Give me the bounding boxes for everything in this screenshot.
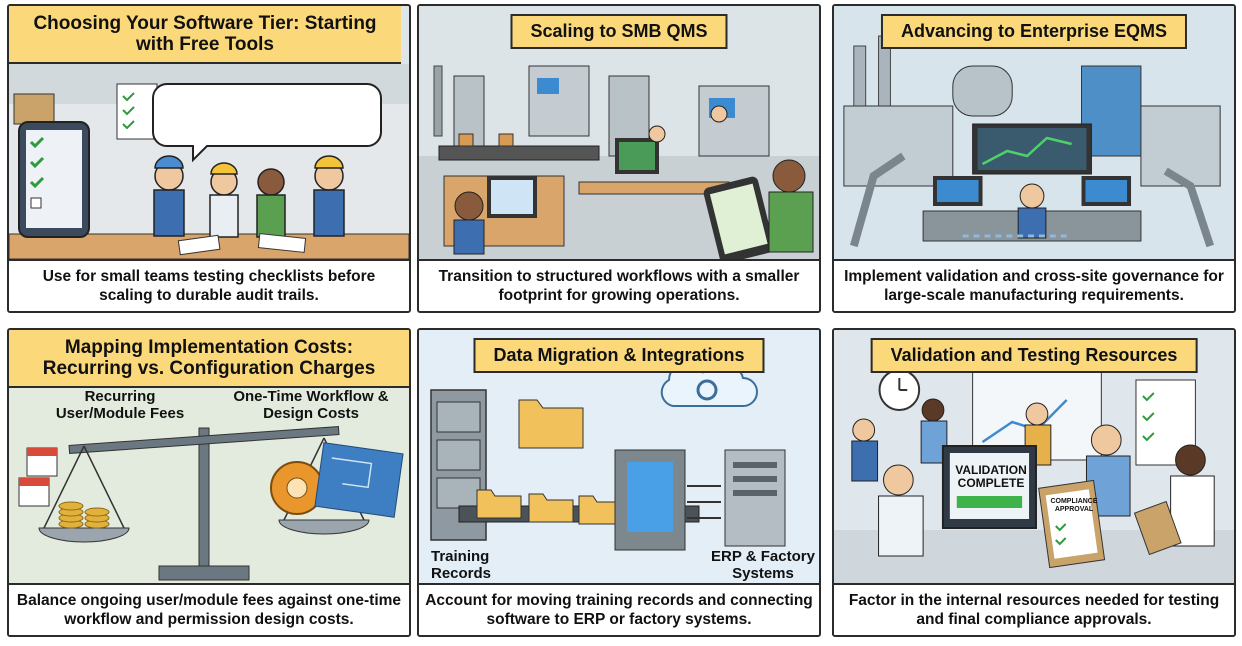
factory-floor-illustration (419, 6, 819, 259)
illustration-team-checklist (9, 64, 409, 259)
panel-implementation-costs: Mapping Implementation Costs: Recurring … (7, 328, 411, 637)
panel-title: Mapping Implementation Costs: Recurring … (9, 330, 409, 388)
panel-caption: Account for moving training records and … (419, 583, 819, 635)
illustration-factory-floor (419, 6, 819, 259)
panel-smb-qms: Scaling to SMB QMS Transition to structu… (417, 4, 821, 313)
label-erp-factory: ERP & Factory Systems (711, 548, 815, 582)
team-checklist-illustration (9, 64, 409, 259)
cost-scale-illustration (9, 388, 409, 583)
panel-title: Data Migration & Integrations (473, 338, 765, 373)
panel-title: Advancing to Enterprise EQMS (880, 14, 1188, 49)
compliance-approval-clipboard-text: COMPLIANCE APPROVAL (1050, 498, 1098, 513)
illustration-cost-scale (9, 388, 409, 583)
panel-caption: Transition to structured workflows with … (419, 259, 819, 311)
panel-validation-testing: Validation and Testing Resources VALIDAT… (832, 328, 1236, 637)
label-recurring-fees: Recurring User/Module Fees (55, 388, 185, 422)
validation-complete-screen-text: VALIDATION COMPLETE (955, 463, 1027, 490)
panel-caption: Implement validation and cross-site gove… (834, 259, 1234, 311)
panel-title: Choosing Your Software Tier: Starting wi… (9, 6, 401, 64)
panel-title: Validation and Testing Resources (870, 338, 1198, 373)
panel-caption: Use for small teams testing checklists b… (9, 259, 409, 311)
panel-title: Scaling to SMB QMS (510, 14, 728, 49)
panel-caption: Balance ongoing user/module fees against… (9, 583, 409, 635)
panel-enterprise-eqms: Advancing to Enterprise EQMS Implement v… (832, 4, 1236, 313)
label-training-records: Training Records (431, 548, 492, 582)
panel-free-tools: Choosing Your Software Tier: Starting wi… (7, 4, 411, 313)
panel-caption: Factor in the internal resources needed … (834, 583, 1234, 635)
panel-data-migration: Data Migration & Integrations Training R… (417, 328, 821, 637)
label-one-time-costs: One-Time Workflow & Design Costs (233, 388, 389, 422)
